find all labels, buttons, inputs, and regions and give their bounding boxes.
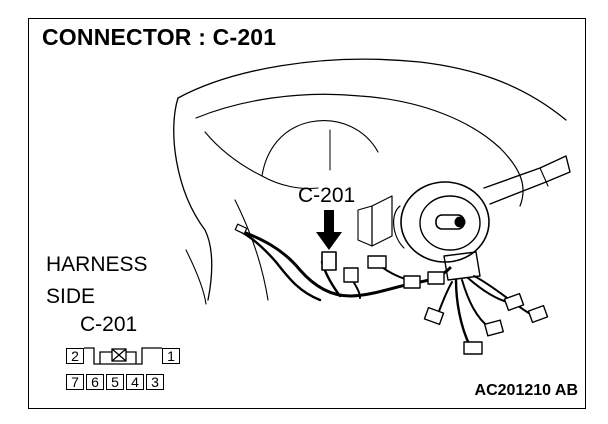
dash-hood [261, 120, 379, 177]
dash-outline-left [173, 97, 213, 301]
column-left-edge [234, 199, 269, 301]
pin-4: 4 [126, 374, 144, 390]
connector-callout-label: C-201 [298, 184, 356, 207]
pin-6: 6 [86, 374, 104, 390]
clock-spring-inner [419, 195, 481, 251]
pin-2: 2 [66, 348, 84, 364]
lower-panel-edge [185, 249, 207, 305]
diagram-frame [28, 18, 586, 409]
dash-inner-curve [195, 93, 524, 207]
harness-label-line2: SIDE [46, 285, 96, 308]
harness-down-run [454, 278, 472, 348]
dash-outline-upper [177, 58, 567, 121]
harness-label-line1: HARNESS [46, 253, 148, 276]
connector-pointer-arrow [316, 210, 342, 250]
pin-7: 7 [66, 374, 84, 390]
pin-1: 1 [162, 348, 180, 364]
connector-c201-body [321, 251, 337, 271]
wiper-stalk [483, 155, 571, 205]
diagram-title: CONNECTOR : C-201 [42, 24, 277, 50]
clock-spring-center [454, 216, 466, 228]
figure-code: AC201210 AB [474, 382, 578, 399]
pin-3: 3 [146, 374, 164, 390]
harness-label-line3: C-201 [80, 313, 138, 336]
pin-5: 5 [106, 374, 124, 390]
